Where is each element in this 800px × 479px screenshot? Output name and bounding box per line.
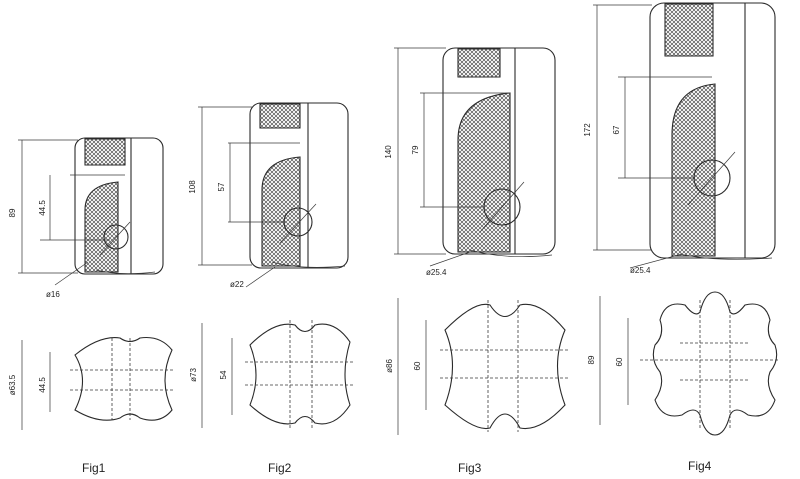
fig4-top-view: [599, 291, 780, 436]
fig2-hole-label: ø22: [230, 280, 244, 289]
fig4-top-dia-label: 89: [587, 355, 596, 364]
fig1-height-label: 89: [8, 208, 17, 217]
fig4-side-view: [593, 2, 776, 269]
fig2-top-view: [201, 320, 355, 428]
fig1-top-view: [21, 336, 175, 430]
fig3-side-view: [394, 47, 556, 267]
fig3-height-label: 140: [384, 145, 393, 159]
fig3-groove-label: 79: [411, 145, 420, 154]
fig2-top-span-label: 54: [219, 370, 228, 379]
fig4-hole-label: ø25.4: [630, 266, 651, 275]
fig4-height-label: 172: [583, 123, 592, 137]
fig3-hole-label: ø25.4: [426, 268, 447, 277]
fig4-top-span-label: 60: [615, 357, 624, 366]
fig1-top-span-label: 44.5: [38, 377, 47, 393]
fig1-side-view: [18, 137, 164, 286]
fig1-caption: Fig1: [82, 461, 106, 475]
fig1-groove-label: 44.5: [38, 200, 47, 216]
fig3-caption: Fig3: [458, 461, 482, 475]
fig4-caption: Fig4: [688, 459, 712, 473]
fig2-side-view: [198, 102, 349, 288]
fig2-height-label: 108: [188, 180, 197, 194]
fig1-hole-label: ø16: [46, 290, 60, 299]
fig2-caption: Fig2: [268, 461, 292, 475]
fig3-top-span-label: 60: [413, 361, 422, 370]
fig4-groove-label: 67: [612, 125, 621, 134]
fig3-top-view: [397, 298, 570, 435]
fig2-groove-label: 57: [217, 182, 226, 191]
fig2-top-dia-label: ø73: [189, 368, 198, 382]
fig1-top-dia-label: ø63.5: [8, 374, 17, 395]
fig3-top-dia-label: ø86: [385, 359, 394, 373]
